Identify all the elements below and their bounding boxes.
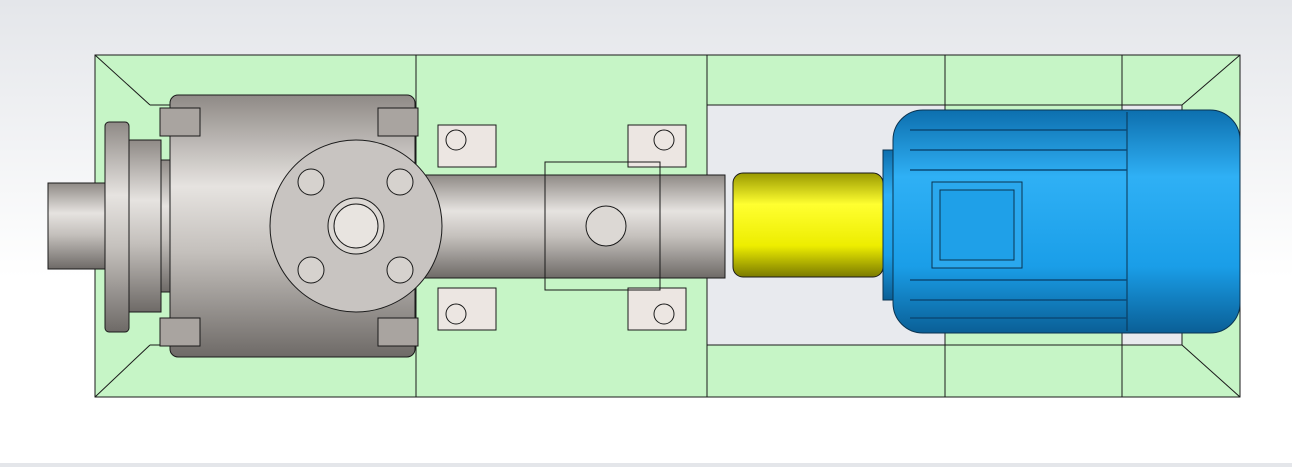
mounting-feet: [437, 124, 687, 331]
electric-motor: [882, 109, 1241, 334]
coupling: [732, 172, 884, 278]
pump: [47, 94, 726, 358]
